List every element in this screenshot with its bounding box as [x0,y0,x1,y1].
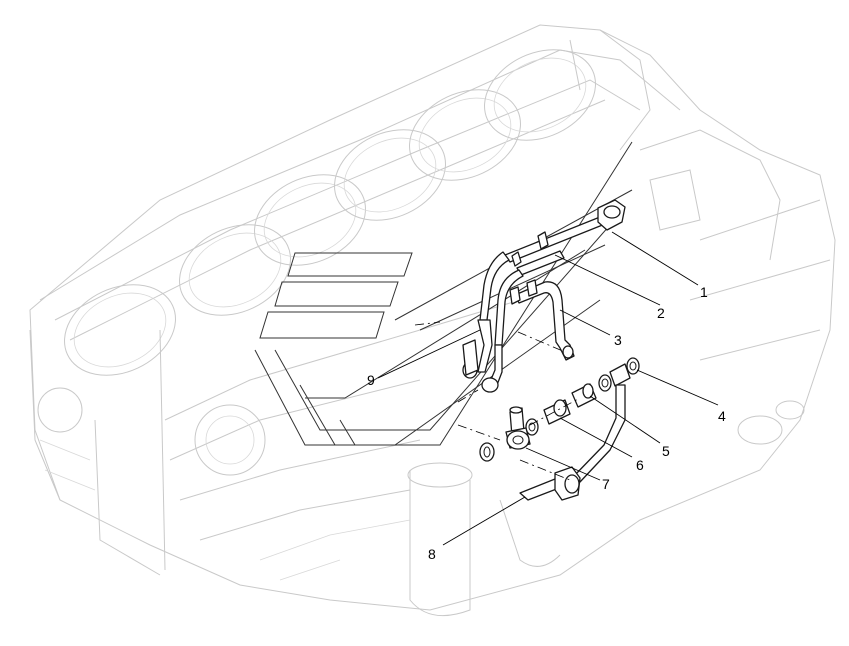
callout-4: 4 [718,408,726,424]
callout-6: 6 [636,457,644,473]
callout-8: 8 [428,546,436,562]
callout-labels: 1 2 3 4 5 6 7 8 9 [367,284,726,562]
callout-leaders [377,231,719,546]
callout-1: 1 [700,284,708,300]
assembly-axes [414,321,581,481]
pipe-3 [509,279,575,361]
callout-7: 7 [602,476,610,492]
callout-2: 2 [657,305,665,321]
callout-3: 3 [614,332,622,348]
callout-9: 9 [367,372,375,388]
engine-block-ghost [29,24,836,617]
pipe-9 [462,319,503,393]
pipe-lower-8 [519,384,626,501]
callout-5: 5 [662,443,670,459]
banjo-fitting-7 [479,406,531,462]
fittings-4-5-6 [525,357,640,436]
pipe-upper-1 [479,199,626,321]
